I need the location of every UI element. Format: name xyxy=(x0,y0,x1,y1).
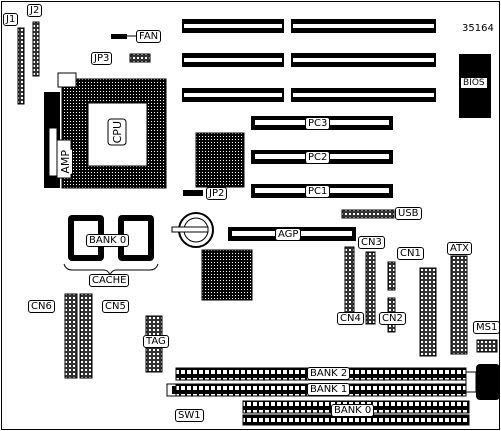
label-j2: J2 xyxy=(27,4,43,17)
atx-power-connector xyxy=(450,255,468,355)
south-bridge-chip xyxy=(201,249,253,301)
cpu-socket xyxy=(57,72,167,189)
label-cn6: CN6 xyxy=(28,300,55,313)
isa-slots-right xyxy=(291,19,436,102)
label-cn2: CN2 xyxy=(379,312,406,325)
label-model: 35164 xyxy=(462,23,494,34)
cn5-header xyxy=(79,293,93,379)
j2-header xyxy=(32,21,40,77)
label-pc3: PC3 xyxy=(305,117,331,130)
label-cache: CACHE xyxy=(89,274,130,287)
jp3-jumper xyxy=(129,53,151,63)
back-panel-connector xyxy=(465,364,500,400)
isa-slots-left xyxy=(182,19,284,102)
label-bank2: BANK 2 xyxy=(307,367,351,380)
label-usb: USB xyxy=(395,207,422,220)
cn3-header xyxy=(365,251,376,325)
label-pc2: PC2 xyxy=(305,151,331,164)
label-j1: J1 xyxy=(3,13,19,26)
j1-header xyxy=(17,27,25,105)
jp2-jumper xyxy=(183,190,203,196)
label-tag: TAG xyxy=(143,335,169,348)
label-amp: AMP xyxy=(59,150,72,174)
label-jp3: JP3 xyxy=(91,52,113,65)
label-cpu: CPU xyxy=(111,121,124,144)
label-bank1: BANK 1 xyxy=(307,383,351,396)
cn1-header xyxy=(387,261,396,291)
label-bios: BIOS xyxy=(460,77,488,89)
label-fan: FAN xyxy=(136,30,162,43)
cmos-battery xyxy=(171,212,214,248)
usb-connector xyxy=(341,209,395,219)
cn6-header xyxy=(64,293,78,379)
cn4-header xyxy=(344,246,355,318)
label-cn5: CN5 xyxy=(102,300,129,313)
label-agp: AGP xyxy=(275,228,302,241)
ide-connector xyxy=(419,267,437,357)
label-bank0-cache: BANK 0 xyxy=(86,234,130,247)
label-jp2: JP2 xyxy=(206,187,228,200)
ms1-header xyxy=(476,339,498,353)
label-bank0: BANK 0 xyxy=(331,404,375,417)
label-sw1: SW1 xyxy=(175,409,204,422)
north-bridge-chip xyxy=(195,132,245,188)
label-atx: ATX xyxy=(447,242,473,255)
label-pc1: PC1 xyxy=(305,185,331,198)
fan-connector xyxy=(111,34,136,39)
label-cn3: CN3 xyxy=(358,236,385,249)
label-ms1: MS1 xyxy=(473,321,501,334)
label-cn4: CN4 xyxy=(337,312,364,325)
label-cn1: CN1 xyxy=(397,247,424,260)
